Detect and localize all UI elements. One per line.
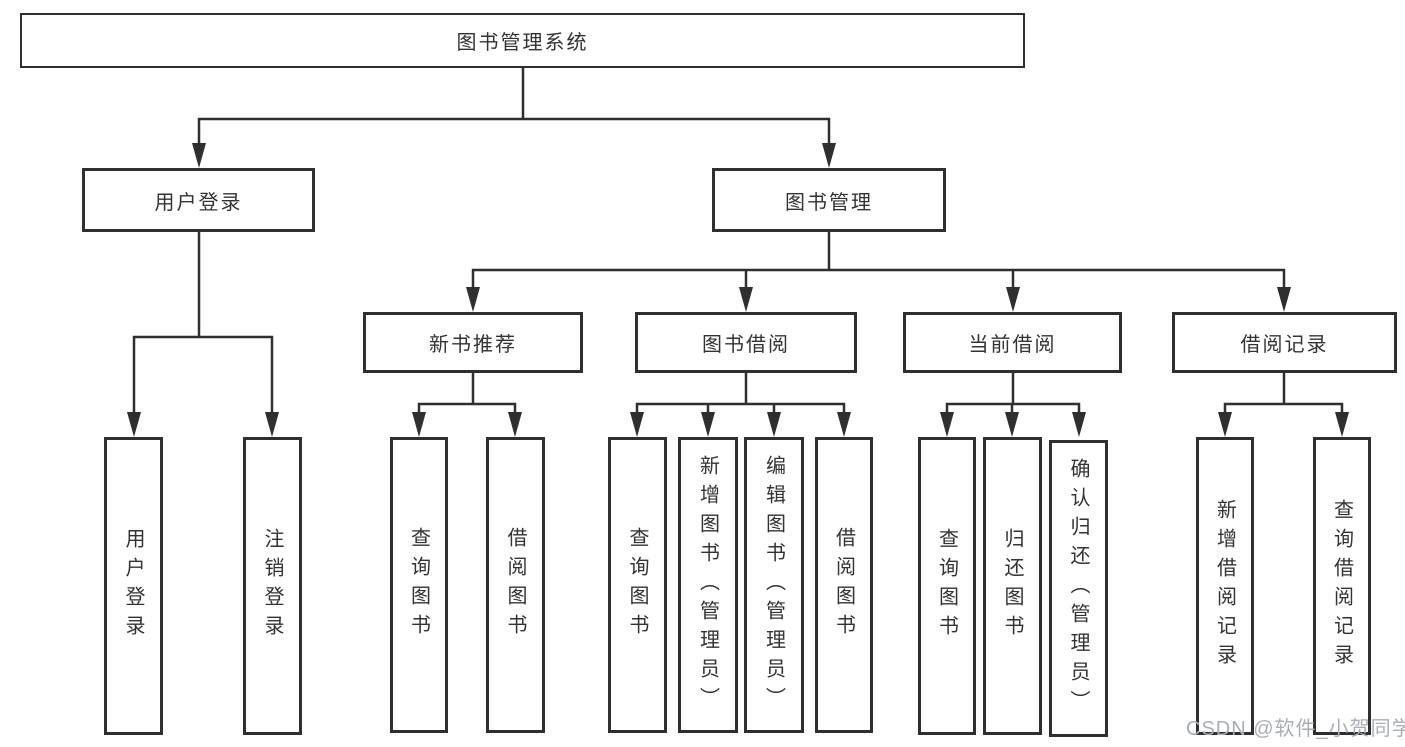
leaf-confirm-return-admin: 确认归还（管理员） (1049, 440, 1108, 737)
node-root: 图书管理系统 (20, 13, 1025, 68)
leaf-logout: 注销登录 (243, 437, 302, 735)
leaf-query-books-current-label: 查询图书 (935, 528, 958, 644)
node-borrow-records-label: 借阅记录 (1240, 334, 1329, 356)
leaf-edit-book-admin: 编辑图书（管理员） (744, 437, 804, 733)
node-new-book-recommend: 新书推荐 (363, 312, 583, 373)
leaf-borrow-books-recommend-label: 借阅图书 (504, 527, 526, 643)
leaf-add-borrow-record: 新增借阅记录 (1196, 437, 1254, 735)
leaf-return-book: 归还图书 (983, 437, 1042, 735)
csdn-watermark: CSDN @软件_小贺同学 (1186, 718, 1405, 740)
node-book-management-label: 图书管理 (785, 191, 873, 214)
leaf-confirm-return-admin-label: 确认归还（管理员） (1067, 458, 1089, 719)
leaf-add-book-admin: 新增图书（管理员） (678, 437, 738, 733)
leaf-query-books-recommend: 查询图书 (390, 437, 448, 733)
leaf-logout-label: 注销登录 (261, 528, 283, 644)
node-user-login-label: 用户登录 (154, 191, 243, 214)
leaf-query-books-recommend-label: 查询图书 (407, 527, 430, 643)
leaf-return-book-label: 归还图书 (1001, 528, 1023, 644)
leaf-add-book-admin-label: 新增图书（管理员） (696, 454, 719, 716)
leaf-add-borrow-record-label: 新增借阅记录 (1213, 499, 1236, 673)
leaf-borrow-books-recommend: 借阅图书 (486, 437, 545, 733)
node-book-borrow-label: 图书借阅 (702, 334, 790, 356)
node-new-book-recommend-label: 新书推荐 (429, 334, 517, 356)
node-user-login: 用户登录 (82, 168, 315, 232)
leaf-query-books-current: 查询图书 (918, 437, 976, 735)
leaf-borrow-books-label: 借阅图书 (832, 527, 855, 643)
node-current-borrow-label: 当前借阅 (968, 334, 1057, 356)
leaf-query-books-borrow: 查询图书 (608, 437, 667, 733)
node-book-borrow: 图书借阅 (635, 312, 857, 373)
leaf-query-books-borrow-label: 查询图书 (626, 527, 648, 643)
leaf-borrow-books: 借阅图书 (815, 437, 873, 733)
leaf-user-login-label: 用户登录 (122, 528, 144, 644)
node-current-borrow: 当前借阅 (903, 312, 1122, 373)
leaf-edit-book-admin-label: 编辑图书（管理员） (762, 454, 785, 716)
node-borrow-records: 借阅记录 (1172, 312, 1397, 373)
leaf-query-borrow-record: 查询借阅记录 (1313, 437, 1371, 735)
leaf-query-borrow-record-label: 查询借阅记录 (1330, 499, 1353, 673)
node-root-label: 图书管理系统 (456, 32, 589, 54)
node-book-management: 图书管理 (712, 168, 946, 232)
leaf-user-login: 用户登录 (104, 437, 163, 735)
